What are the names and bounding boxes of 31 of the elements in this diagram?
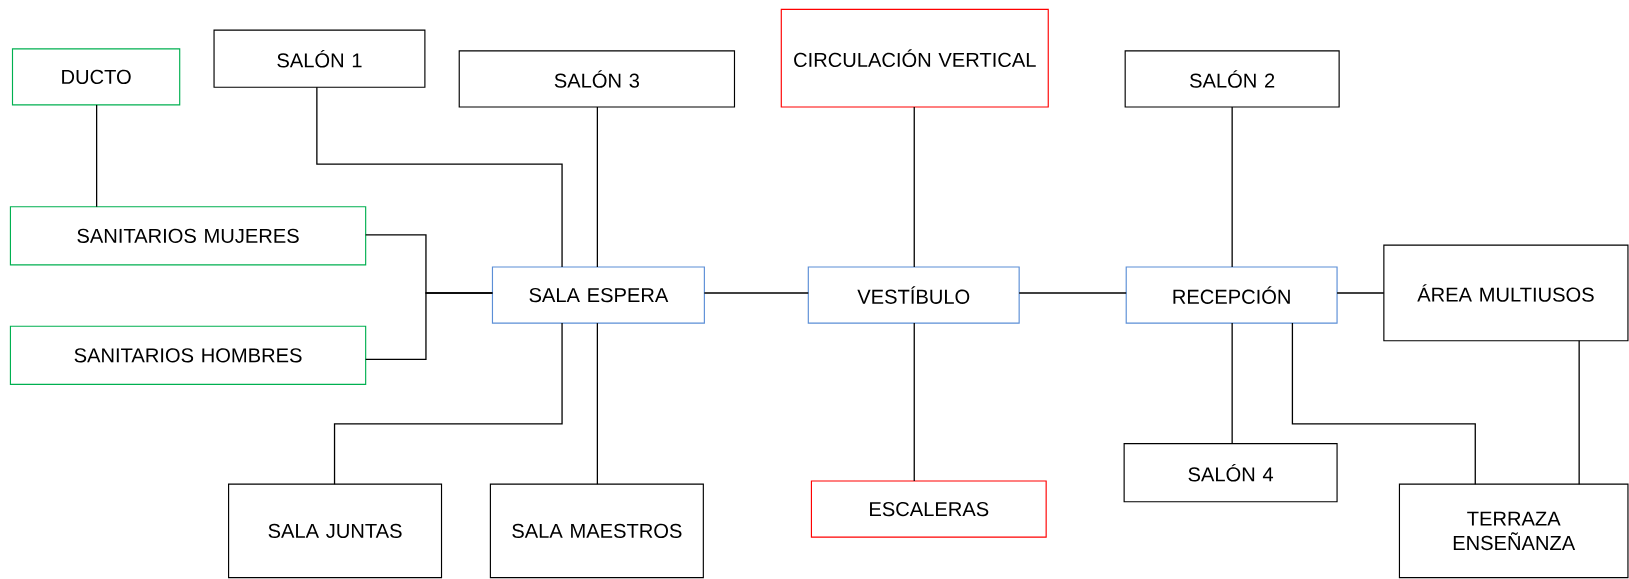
- room-box: SANITARIOS HOMBRES: [9, 325, 367, 386]
- room-box: TERRAZA ENSEÑANZA: [1398, 483, 1629, 579]
- room-box: DUCTO: [11, 48, 181, 106]
- room-box: SALÓN 4: [1123, 443, 1338, 503]
- connector-line: [1231, 322, 1233, 445]
- room-box: ESCALERAS: [810, 480, 1047, 538]
- connector-line: [913, 322, 915, 482]
- room-box: SALÓN 1: [213, 29, 426, 88]
- room-box: SANITARIOS MUJERES: [9, 206, 367, 266]
- connector-line: [596, 106, 599, 268]
- room-box: VESTÍBULO: [807, 266, 1020, 324]
- connector-line: [913, 106, 915, 268]
- connector-line: [316, 86, 563, 268]
- connector-line: [96, 104, 98, 208]
- connector-line: [1018, 292, 1127, 294]
- room-box: SALÓN 3: [458, 50, 736, 108]
- connector-line: [1336, 292, 1385, 294]
- room-box: ÁREA MULTIUSOS: [1383, 244, 1629, 342]
- connector-line: [596, 322, 599, 485]
- connector-line: [1231, 106, 1233, 268]
- connector-line: [703, 292, 809, 294]
- room-box: RECEPCIÓN: [1125, 266, 1338, 324]
- connector-line: [333, 322, 563, 485]
- room-box: SALÓN 2: [1124, 50, 1340, 108]
- connector-line: [1578, 340, 1580, 485]
- room-box: SALA JUNTAS: [228, 483, 443, 579]
- room-box: SALA ESPERA: [491, 266, 705, 324]
- connector-line: [365, 292, 494, 361]
- room-box: CIRCULACIÓN VERTICAL: [780, 8, 1049, 108]
- connector-line: [1291, 322, 1476, 485]
- room-box: SALA MAESTROS: [489, 483, 704, 579]
